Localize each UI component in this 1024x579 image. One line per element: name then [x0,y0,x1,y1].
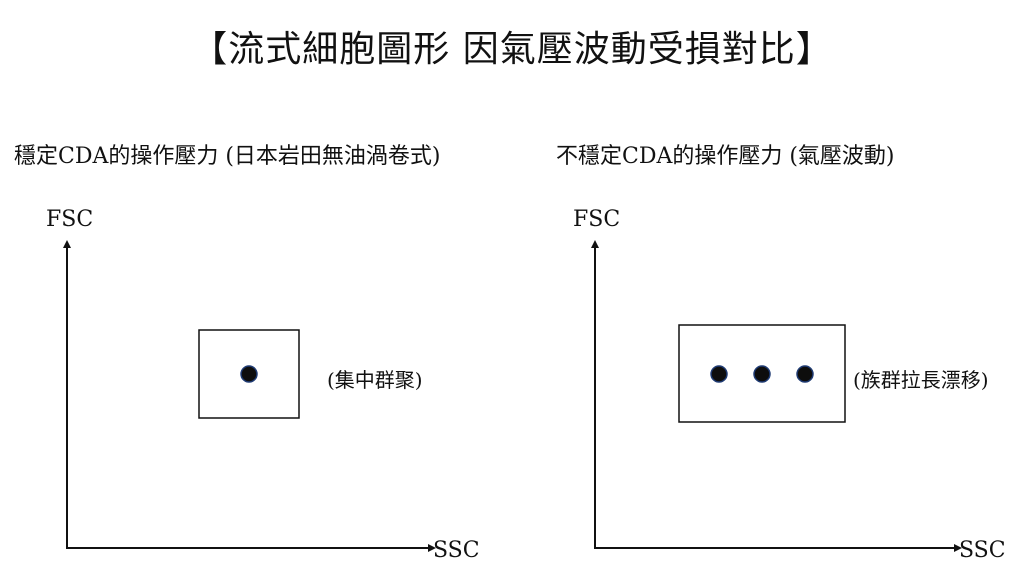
x-axis-label-ssc-right: SSC [959,538,1006,563]
cell-population-stable [240,365,258,383]
y-axis-label-fsc-right: FSC [573,207,621,232]
cell-dot-unstable [796,365,814,383]
y-axis-label-fsc-left: FSC [46,207,94,232]
panel-subtitle-unstable: 不穩定CDA的操作壓力 (氣壓波動) [556,144,895,169]
panel-subtitle-stable: 穩定CDA的操作壓力 (日本岩田無油渦卷式) [14,144,441,169]
gate-note-unstable: (族群拉長漂移) [853,368,989,392]
cell-dot-stable [240,365,258,383]
gate-note-stable: (集中群聚) [327,368,423,392]
gate-box-stable [198,329,300,419]
cell-dot-unstable [710,365,728,383]
page-title: 【流式細胞圖形 因氣壓波動受損對比】 [191,29,833,70]
cell-population-unstable [710,365,814,383]
x-axis-label-ssc-left: SSC [433,538,480,563]
cell-dot-unstable [753,365,771,383]
gate-box-unstable [678,324,846,423]
